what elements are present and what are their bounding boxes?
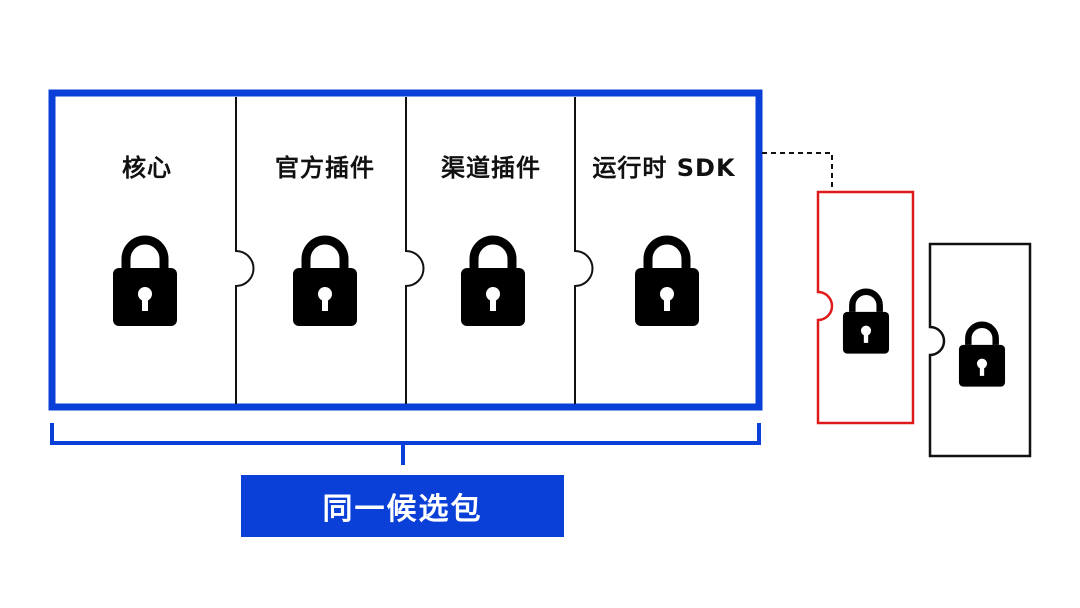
lock-icon: [958, 321, 1006, 387]
candidate-package-badge: 同一候选包: [322, 492, 483, 527]
dashed-connector: [762, 152, 833, 192]
lock-icon: [293, 235, 357, 326]
segment-label-core: 核心: [122, 154, 172, 182]
segment-label-channel-plugins: 渠道插件: [441, 154, 541, 182]
segment-label-official-plugins: 官方插件: [275, 154, 375, 182]
lock-icon: [635, 235, 699, 326]
candidate-group-frame: [48, 89, 763, 411]
outlier-piece-red: [816, 190, 915, 425]
segment-divider-3: [574, 97, 594, 404]
segment-divider-2: [405, 97, 425, 404]
lock-icon: [842, 288, 890, 354]
segment-label-runtime-sdk: 运行时 SDK: [592, 154, 736, 182]
lock-icon: [461, 235, 525, 326]
group-bracket: [50, 423, 761, 465]
lock-icon: [113, 235, 177, 326]
badge-background: [241, 475, 564, 537]
segment-divider-1: [235, 97, 255, 404]
